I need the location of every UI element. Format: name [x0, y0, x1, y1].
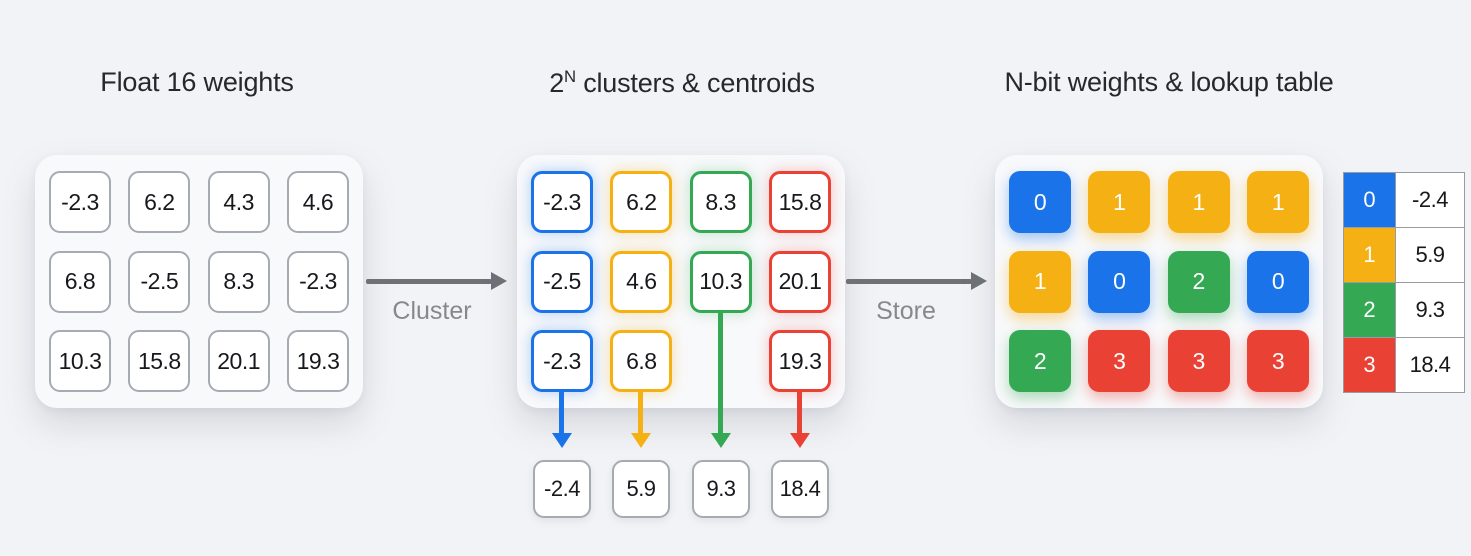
clusters-grid: -2.3 6.2 8.3 15.8 -2.5 4.6 10.3 20.1 -2.…: [517, 155, 845, 408]
down-arrow-icon: [797, 390, 802, 435]
down-arrow-icon: [559, 390, 564, 435]
float-weight-cell: 19.3: [286, 330, 349, 392]
cluster-cell: 6.2: [610, 171, 673, 233]
down-arrowhead-icon: [552, 433, 572, 448]
lookup-index-cell: 3: [1343, 337, 1396, 393]
float16-title: Float 16 weights: [100, 67, 294, 97]
cluster-cell: 10.3: [689, 250, 752, 313]
lookup-value-cell: 18.4: [1395, 337, 1465, 393]
store-arrow-icon: [846, 279, 972, 284]
float-weight-cell: 10.3: [49, 330, 111, 392]
centroid-cell: -2.4: [533, 460, 591, 518]
nbit-cell: 0: [1088, 250, 1151, 313]
nbit-cell: 1: [1246, 171, 1309, 233]
nbit-cell: 1: [1088, 171, 1151, 233]
float16-weights-grid: -2.3 6.2 4.3 4.6 6.8 -2.5 8.3 -2.3 10.3 …: [35, 155, 363, 408]
store-arrowhead-icon: [971, 272, 987, 290]
float16-weights-panel: -2.3 6.2 4.3 4.6 6.8 -2.5 8.3 -2.3 10.3 …: [35, 155, 363, 408]
nbit-cell: 2: [1167, 250, 1230, 313]
cluster-cell: 8.3: [689, 171, 752, 233]
lookup-value-cell: 9.3: [1395, 282, 1465, 338]
float-weight-cell: -2.3: [49, 171, 111, 233]
lookup-row: 1 5.9: [1343, 227, 1465, 283]
float-weight-cell: -2.3: [286, 250, 349, 313]
clusters-title-base: 2: [549, 68, 565, 98]
nbit-cell: 1: [1009, 250, 1071, 313]
down-arrowhead-icon: [790, 433, 810, 448]
cluster-cell: -2.3: [531, 171, 593, 233]
lookup-value-cell: 5.9: [1395, 227, 1465, 283]
cluster-arrow-label: Cluster: [392, 297, 472, 325]
lookup-table: 0 -2.4 1 5.9 2 9.3 3 18.4: [1343, 172, 1465, 393]
centroid-cell: 5.9: [612, 460, 670, 518]
nbit-cell: 3: [1167, 330, 1230, 392]
lookup-row: 3 18.4: [1343, 337, 1465, 393]
lookup-row: 2 9.3: [1343, 282, 1465, 338]
nbit-cell: 0: [1246, 250, 1309, 313]
float-weight-cell: -2.5: [128, 250, 191, 313]
nbit-title: N-bit weights & lookup table: [1004, 67, 1334, 97]
down-arrowhead-icon: [631, 433, 651, 448]
nbit-weights-grid: 0 1 1 1 1 0 2 0 2 3 3 3: [995, 155, 1323, 408]
nbit-cell: 2: [1009, 330, 1071, 392]
nbit-cell: 1: [1167, 171, 1230, 233]
nbit-cell: 3: [1246, 330, 1309, 392]
cluster-cell: 6.8: [610, 330, 673, 392]
float-weight-cell: 6.2: [128, 171, 191, 233]
down-arrow-icon: [638, 390, 643, 435]
float-weight-cell: 6.8: [49, 250, 111, 313]
lookup-row: 0 -2.4: [1343, 172, 1465, 228]
float-weight-cell: 4.6: [286, 171, 349, 233]
centroid-cell: 18.4: [771, 460, 829, 518]
cluster-arrowhead-icon: [491, 272, 507, 290]
centroid-cell: 9.3: [692, 460, 750, 518]
cluster-cell: -2.5: [531, 250, 593, 313]
cluster-cell: 19.3: [768, 330, 831, 392]
store-arrow-label: Store: [876, 297, 936, 325]
cluster-cell: 4.6: [610, 250, 673, 313]
cluster-cell: 15.8: [768, 171, 831, 233]
down-arrowhead-icon: [711, 433, 731, 448]
float-weight-cell: 20.1: [207, 330, 270, 392]
cluster-cell: -2.3: [531, 330, 593, 392]
cluster-arrow-icon: [366, 279, 492, 284]
clusters-title-exponent: N: [564, 67, 576, 86]
down-arrow-icon: [718, 311, 723, 435]
nbit-cell: 0: [1009, 171, 1071, 233]
lookup-index-cell: 1: [1343, 227, 1396, 283]
clusters-panel: -2.3 6.2 8.3 15.8 -2.5 4.6 10.3 20.1 -2.…: [517, 155, 845, 408]
clusters-title: 2N clusters & centroids: [502, 67, 862, 99]
nbit-weights-panel: 0 1 1 1 1 0 2 0 2 3 3 3: [995, 155, 1323, 408]
lookup-value-cell: -2.4: [1395, 172, 1465, 228]
clusters-title-rest: clusters & centroids: [575, 68, 815, 98]
float-weight-cell: 15.8: [128, 330, 191, 392]
float-weight-cell: 8.3: [207, 250, 270, 313]
float-weight-cell: 4.3: [207, 171, 270, 233]
lookup-index-cell: 0: [1343, 172, 1396, 228]
nbit-cell: 3: [1088, 330, 1151, 392]
lookup-index-cell: 2: [1343, 282, 1396, 338]
cluster-cell: 20.1: [768, 250, 831, 313]
